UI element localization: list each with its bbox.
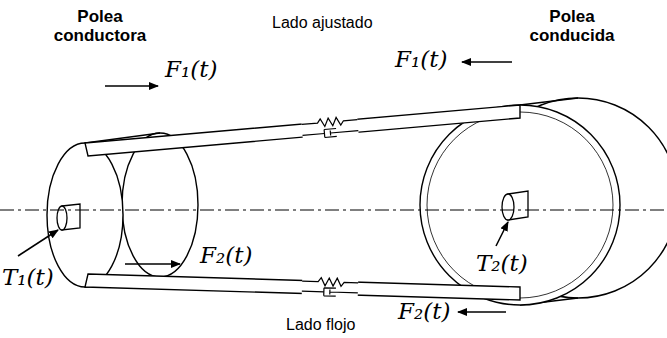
force-arrow xyxy=(105,85,158,87)
torque-symbol: T₁(t) xyxy=(2,266,54,289)
side-label: Lado ajustado xyxy=(272,14,373,32)
torque-arrow xyxy=(18,230,58,256)
part-name: Polea conducida xyxy=(512,8,632,45)
spring-damper-upper xyxy=(301,116,358,140)
driven-pulley-rim xyxy=(427,112,613,298)
belt-tight-side xyxy=(85,105,520,156)
torque-symbol: T₂(t) xyxy=(476,252,528,275)
driving-pulley-front xyxy=(47,143,123,287)
center-line xyxy=(0,210,667,211)
force-symbol: F₂(t) xyxy=(398,300,450,323)
torque-arrow xyxy=(496,222,508,246)
driving-pulley-back xyxy=(122,133,198,277)
force-arrow xyxy=(458,311,506,313)
part-name: Polea conductora xyxy=(45,8,155,45)
spring-damper-lower xyxy=(302,277,359,297)
pulley-edge xyxy=(520,98,578,105)
force-symbol: F₂(t) xyxy=(200,244,252,267)
force-arrow xyxy=(462,61,512,63)
side-label: Lado flojo xyxy=(286,316,355,334)
force-symbol: F₁(t) xyxy=(165,58,217,81)
belt-slack-side xyxy=(85,274,520,300)
force-arrow xyxy=(125,263,180,265)
driven-shaft-end xyxy=(502,194,514,220)
force-symbol: F₁(t) xyxy=(395,48,447,71)
driven-pulley-front xyxy=(420,105,620,305)
